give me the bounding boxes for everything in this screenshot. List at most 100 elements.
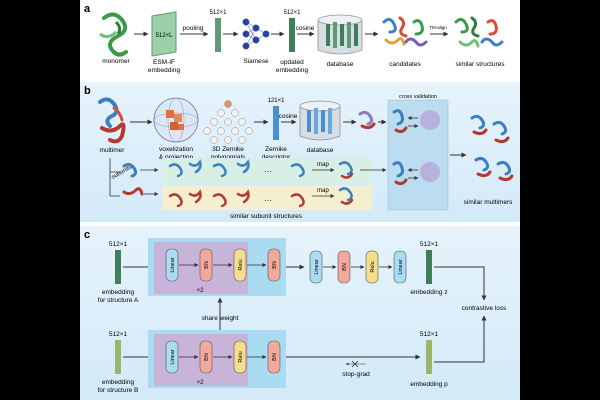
encoder-top-layer-linear xyxy=(165,248,179,282)
map-label-2: map xyxy=(317,188,329,194)
encoder-top-layer-relu xyxy=(233,248,247,282)
predictor-layer-label: BN xyxy=(342,263,348,271)
esm-box-text: 512×L xyxy=(156,33,174,39)
dim-b: 512×1 xyxy=(109,331,128,338)
cosine-label-a: cosine xyxy=(296,25,315,32)
retrieved-multimer xyxy=(358,110,376,130)
encoder-bottom-layer-label: BN xyxy=(272,353,278,361)
zernike-polynomials-icon xyxy=(203,100,253,144)
figure-svg: a monomer 512×L ESM-IF embedding pooling… xyxy=(80,3,520,400)
candidate-structures xyxy=(382,16,428,47)
similar-structures-label: similar structures xyxy=(455,61,505,68)
encoder-bottom-layer-label: BN xyxy=(204,353,210,361)
cosine-label-b: cosine xyxy=(279,113,298,120)
predictor-layer-relu xyxy=(365,250,379,284)
esm-embedding-matrix xyxy=(151,11,177,57)
monomer-structure xyxy=(99,12,128,57)
esm-label-2: embedding xyxy=(148,67,181,74)
embedding-b-label-2: for structure B xyxy=(98,387,139,394)
zernike-desc-label-1: Zernike xyxy=(265,146,287,153)
embedding-z-vector xyxy=(426,250,432,284)
ellipsis-row-2: ··· xyxy=(264,196,272,205)
predictor-layer-label: Linear xyxy=(314,259,320,274)
arrow-z-loss xyxy=(434,266,487,301)
panel-a-letter: a xyxy=(84,3,91,15)
predictor-layer-linear xyxy=(309,250,323,284)
subunits-bracket xyxy=(109,158,120,197)
database-icon-b xyxy=(299,100,341,141)
zernike-poly-label-2: polynomials xyxy=(211,154,246,161)
siamese-network-icon xyxy=(242,18,270,50)
encoder-bottom-layer-bn xyxy=(267,340,281,374)
voxel-label-1: voxelization xyxy=(159,146,193,153)
encoder-top-layer-label: BN xyxy=(272,261,278,269)
predictor-layers: Linear BN Relu Linear xyxy=(309,250,407,284)
embedding-p-label: embedding p xyxy=(410,381,448,388)
times-two-bottom: ×2 xyxy=(197,380,205,386)
similar-subunit-label: similar subunit structures xyxy=(230,213,303,220)
similar-structures xyxy=(454,16,504,48)
voxel-sphere-icon xyxy=(153,97,199,143)
predictor-layer-label: Relu xyxy=(370,261,376,272)
stop-grad-label: stop-grad xyxy=(342,371,370,378)
panel-c-background xyxy=(80,226,520,400)
encoder-top-layer-label: Linear xyxy=(170,257,176,272)
predictor-layer-bn xyxy=(337,250,351,284)
encoder-bottom-layers: Linear BN Relu BN xyxy=(165,340,281,374)
tmalign-label: TM-align xyxy=(429,25,447,30)
siamese-label: Siamese xyxy=(243,58,269,65)
cross-validation-label: cross validation xyxy=(399,94,437,100)
dim-z: 512×1 xyxy=(420,241,439,248)
encoder-bottom-layer-bn xyxy=(199,340,213,374)
zernike-desc-label-2: descriptor xyxy=(262,154,291,161)
esm-label-1: ESM-IF xyxy=(153,59,175,66)
subunit-structures xyxy=(122,162,144,196)
updated-label-1: updated xyxy=(280,59,304,66)
encoder-top-layer-label: Relu xyxy=(238,259,244,270)
database-label-b: database xyxy=(307,147,334,154)
panel-b: b multimer voxelization & projection xyxy=(80,82,520,222)
panel-b-letter: b xyxy=(84,85,91,97)
encoder-bottom-layer-relu xyxy=(233,340,247,374)
updated-label-2: embedding xyxy=(276,67,309,74)
encoder-top-layer-bn xyxy=(199,248,213,282)
dim-zernike: 121×1 xyxy=(268,98,286,104)
predictor-layer-linear xyxy=(393,250,407,284)
pooled-vector xyxy=(215,18,221,52)
candidates-label: candidates xyxy=(389,61,421,68)
similar-multimers xyxy=(470,114,514,182)
dim-updated: 512×1 xyxy=(284,10,302,16)
similar-subunits-row-2 xyxy=(168,189,305,208)
encoder-top-layer-bn xyxy=(267,248,281,282)
encoder-bottom-layer-label: Linear xyxy=(170,349,176,364)
multimer-label: multimer xyxy=(100,147,126,154)
embedding-a-vector xyxy=(115,250,121,284)
dim-pooled: 512×1 xyxy=(210,10,228,16)
encoder-top-layer-label: BN xyxy=(204,261,210,269)
embedding-z-label: embedding z xyxy=(410,289,447,296)
panel-c: c 512×1 embedding for structure A Linear… xyxy=(80,226,520,400)
similar-multimers-label: similar multimers xyxy=(464,199,514,206)
updated-vector xyxy=(289,18,295,52)
map-label-1: map xyxy=(317,162,329,168)
arrow-p-loss xyxy=(434,315,487,363)
cross-validation-structures xyxy=(392,109,440,186)
multimer-structure xyxy=(98,97,126,144)
contrastive-loss-label: contrastive loss xyxy=(462,305,508,312)
share-weight-label: share weight xyxy=(202,315,239,322)
ellipsis-row-1: ··· xyxy=(264,167,272,176)
panel-c-letter: c xyxy=(84,229,90,241)
monomer-label: monomer xyxy=(102,58,130,65)
similar-subunits-row-1 xyxy=(168,159,305,178)
dim-p: 512×1 xyxy=(420,331,439,338)
mapped-multimers xyxy=(338,161,354,205)
predictor-layer-label: Linear xyxy=(398,259,404,274)
encoder-top-layers: Linear BN Relu BN xyxy=(165,248,281,282)
database-icon-a xyxy=(317,14,363,55)
embedding-p-vector xyxy=(426,340,432,374)
panel-a: a monomer 512×L ESM-IF embedding pooling… xyxy=(84,3,505,74)
encoder-bottom-layer-label: Relu xyxy=(238,351,244,362)
voxel-label-2: & projection xyxy=(159,154,194,161)
times-two-top: ×2 xyxy=(197,288,205,294)
